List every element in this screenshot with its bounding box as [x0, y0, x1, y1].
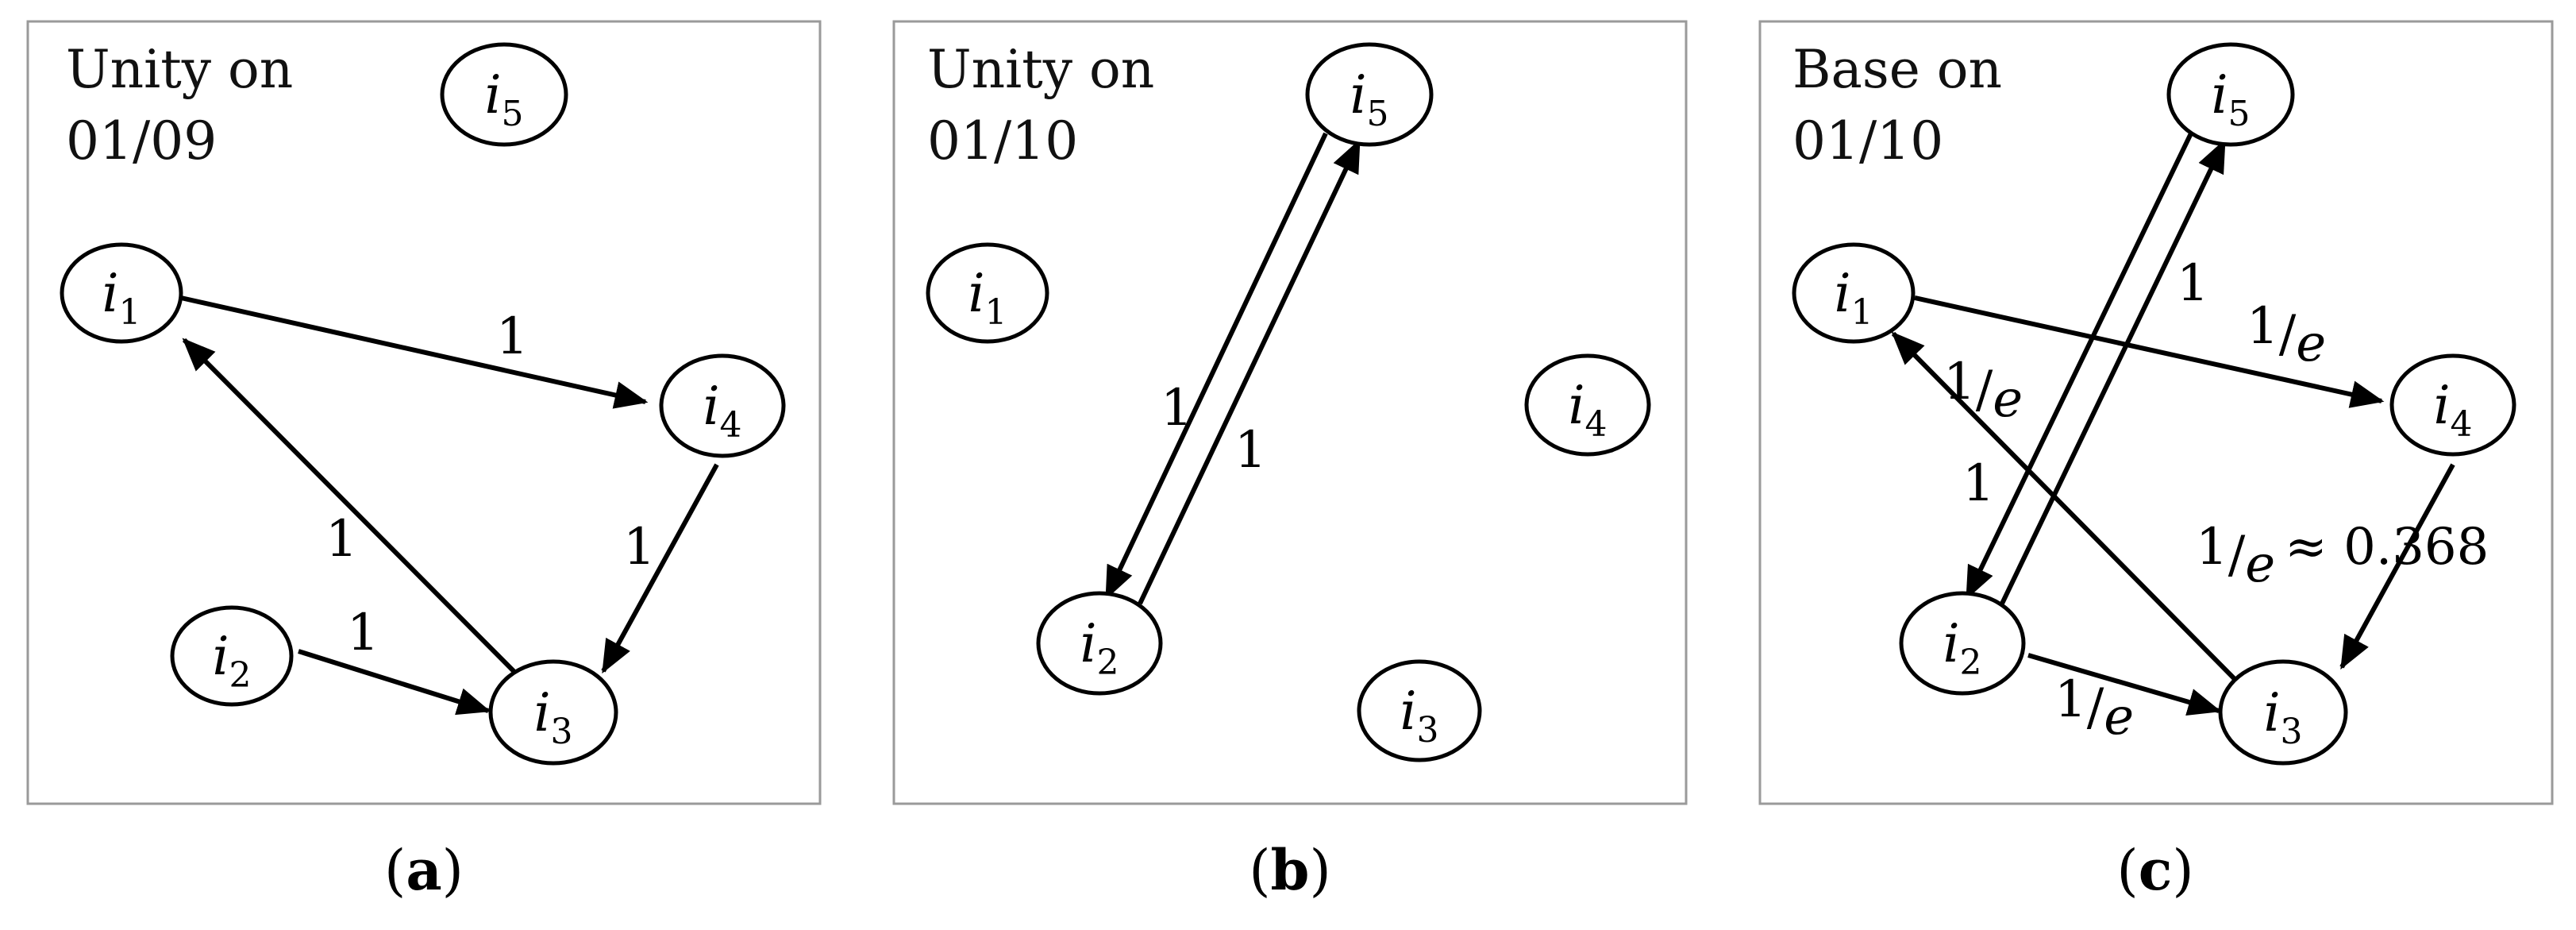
panel-a-title-line1: Unity on: [66, 39, 293, 100]
node-i3: i3: [488, 659, 618, 766]
svg-text:i2: i2: [1080, 613, 1119, 683]
svg-text:i2: i2: [1943, 613, 1981, 683]
node-i1: i1: [926, 242, 1049, 344]
panel-b-title-line2: 01/10: [927, 110, 1078, 172]
node-i3: i3: [2218, 659, 2348, 766]
svg-text:i4: i4: [2433, 375, 2472, 445]
edge-i2-i5: [1138, 138, 1361, 605]
panel-c-title-line1: Base on: [1792, 39, 2002, 100]
svg-text:i5: i5: [2211, 64, 2250, 134]
svg-text:i1: i1: [1834, 263, 1873, 333]
svg-text:i2: i2: [212, 626, 251, 696]
edge-label-i1-i4: 1: [496, 307, 529, 366]
panel-c: Base on 01/10 1/e 1/e 1/e 1/e≈ 0.368 1 1…: [1758, 20, 2554, 903]
node-i3: i3: [1357, 659, 1482, 762]
node-i5: i5: [440, 42, 568, 147]
edge-i1-i4: [1914, 295, 2385, 408]
edge-label-i2-i3: 1: [347, 604, 379, 662]
node-i5: i5: [2166, 42, 2295, 147]
panel-a: Unity on 01/09 1 1 1 1 i1 i2 i3 i4: [26, 20, 822, 903]
edge-i3-i1: [1891, 331, 2237, 681]
caption-b: (b): [1249, 837, 1331, 903]
svg-text:i4: i4: [1568, 375, 1607, 445]
edge-label-i4-i3: 1/e≈ 0.368: [2196, 518, 2489, 594]
svg-text:i1: i1: [102, 263, 141, 333]
svg-text:i1: i1: [968, 263, 1007, 333]
svg-text:i3: i3: [533, 682, 572, 752]
edge-label-i2-i5: 1: [1234, 421, 1267, 480]
edge-i2-i3: [298, 649, 491, 716]
node-i2: i2: [1036, 591, 1163, 696]
node-i5: i5: [1305, 42, 1434, 147]
edge-label-i3-i1: 1/e: [1943, 353, 2023, 429]
svg-text:i5: i5: [1350, 64, 1388, 134]
edge-i2-i5: [2000, 138, 2227, 605]
node-i4: i4: [659, 353, 786, 458]
svg-text:i3: i3: [2263, 682, 2302, 752]
svg-text:i3: i3: [1400, 681, 1438, 751]
panel-c-title-line2: 01/10: [1792, 110, 1943, 172]
edge-label-i4-i3: 1: [623, 518, 656, 577]
caption-a: (a): [384, 837, 464, 903]
caption-c: (c): [2116, 837, 2193, 903]
edge-label-i1-i4: 1/e: [2247, 297, 2326, 373]
edge-i2-i3: [2027, 653, 2222, 716]
panel-b-title-line1: Unity on: [927, 39, 1154, 100]
svg-text:i5: i5: [484, 64, 523, 134]
edge-i3-i1: [182, 338, 522, 680]
edge-label-i2-i5: 1: [2177, 254, 2209, 313]
edge-i4-i3: [601, 463, 719, 674]
node-i2: i2: [1899, 591, 2026, 696]
node-i1: i1: [1792, 242, 1916, 344]
edge-i5-i2: [1965, 132, 2193, 600]
edge-i5-i2: [1104, 132, 1328, 600]
node-i4: i4: [2389, 353, 2516, 457]
edge-label-i2-i3: 1/e: [2054, 670, 2134, 747]
svg-text:i4: i4: [703, 376, 741, 446]
edge-label-i5-i2: 1: [1962, 454, 1995, 513]
edge-i4-i3: [2339, 463, 2455, 670]
panel-a-title-line2: 01/09: [66, 110, 217, 172]
edge-i1-i4: [180, 295, 649, 409]
edge-label-i5-i2: 1: [1161, 379, 1193, 438]
node-i4: i4: [1524, 353, 1651, 457]
node-i1: i1: [60, 242, 183, 344]
node-i2: i2: [170, 605, 294, 707]
edge-label-i3-i1: 1: [325, 510, 358, 569]
panel-b: Unity on 01/10 1 1 i1 i2 i3 i4 i5 (b): [892, 20, 1688, 903]
